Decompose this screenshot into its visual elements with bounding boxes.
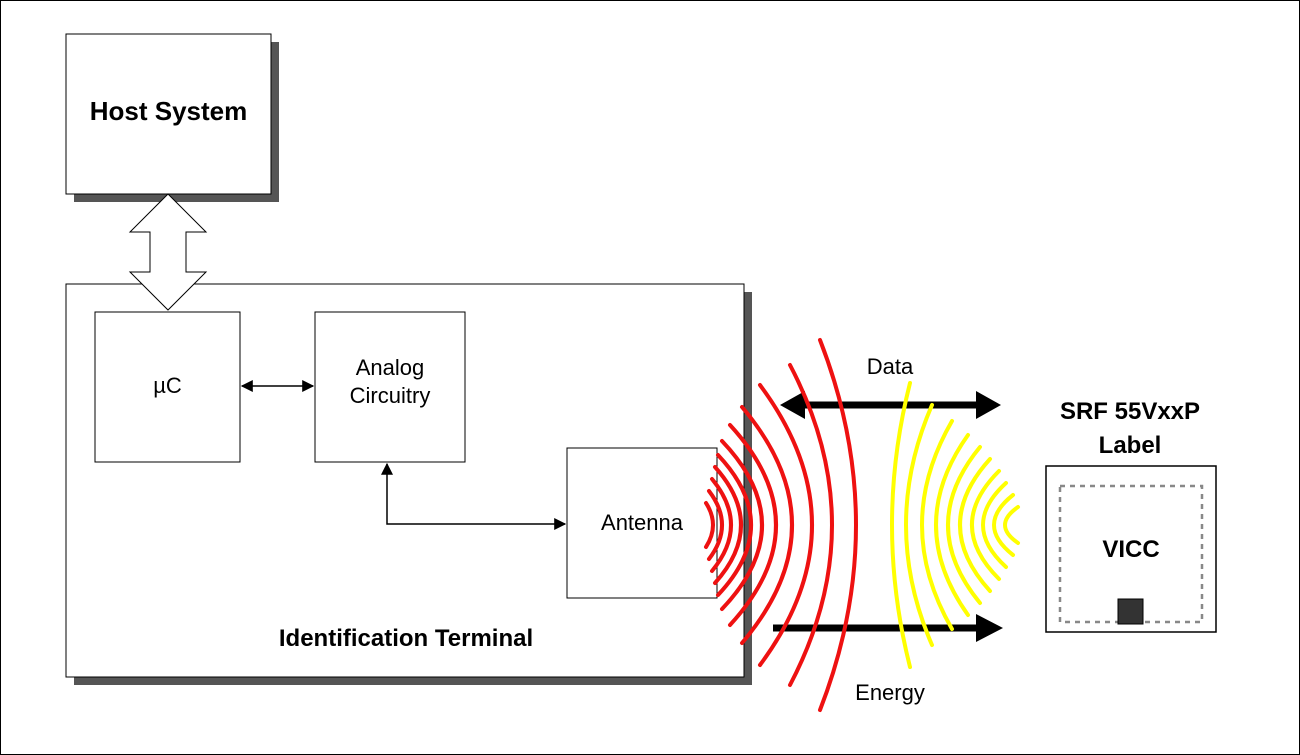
red-field-arc-5 bbox=[716, 453, 753, 597]
yellow-field-arc-4 bbox=[970, 469, 1001, 581]
red-field-arc-10 bbox=[788, 363, 834, 687]
reader-field-arcs bbox=[704, 338, 858, 712]
red-field-arc-1 bbox=[704, 501, 715, 549]
yellow-field-arc-9 bbox=[904, 403, 934, 647]
yellow-field-arc-2 bbox=[992, 493, 1015, 557]
data-arrow-head-right bbox=[976, 391, 1001, 419]
data-label: Data bbox=[866, 354, 914, 379]
yellow-field-arc-6 bbox=[946, 445, 982, 605]
yellow-field-arc-5 bbox=[958, 457, 992, 593]
red-field-arc-11 bbox=[818, 338, 858, 712]
data-arrow-head-left bbox=[780, 391, 805, 419]
red-field-arc-8 bbox=[740, 405, 794, 645]
yellow-field-arc-10 bbox=[890, 381, 912, 669]
red-field-arc-6 bbox=[720, 439, 764, 611]
label-inlay-outline bbox=[1058, 484, 1204, 624]
analog-label-line1: Analog bbox=[355, 355, 425, 380]
analog-circuitry-box bbox=[314, 311, 466, 463]
yellow-field-arc-3 bbox=[981, 481, 1008, 569]
host-system-label: Host System bbox=[89, 96, 248, 126]
antenna-box bbox=[566, 447, 718, 599]
antenna-label: Antenna bbox=[601, 510, 683, 535]
label-title-line2: Label bbox=[1098, 432, 1162, 459]
label-title-line1: SRF 55VxxP bbox=[1059, 398, 1201, 425]
yellow-field-arc-8 bbox=[920, 419, 954, 631]
red-field-arc-2 bbox=[707, 489, 724, 561]
red-field-arc-3 bbox=[710, 477, 733, 573]
energy-label: Energy bbox=[855, 680, 925, 705]
red-field-arc-7 bbox=[728, 423, 778, 627]
host-system-box bbox=[65, 33, 272, 195]
uc-label: µC bbox=[153, 373, 182, 398]
analog-label-line2: Circuitry bbox=[349, 383, 431, 408]
vicc-label: VICC bbox=[1102, 536, 1160, 563]
red-field-arc-9 bbox=[758, 383, 814, 667]
yellow-field-arc-7 bbox=[934, 433, 970, 617]
energy-arrow-head bbox=[976, 614, 1003, 642]
uc-box bbox=[94, 311, 241, 463]
yellow-field-arc-1 bbox=[1003, 505, 1020, 545]
analog-antenna-arrow bbox=[381, 462, 567, 530]
host-bus-arrow bbox=[128, 193, 208, 311]
chip-icon bbox=[1117, 598, 1144, 625]
label-response-arcs bbox=[890, 381, 1020, 669]
red-field-arc-4 bbox=[713, 465, 743, 585]
terminal-label: Identification Terminal bbox=[278, 625, 534, 652]
